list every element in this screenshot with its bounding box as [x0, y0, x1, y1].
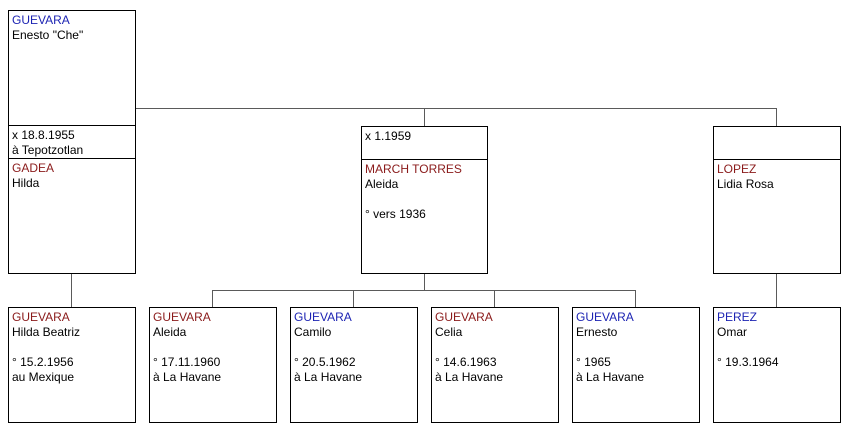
connector-line	[776, 108, 777, 126]
person-surname: GUEVARA	[12, 13, 70, 27]
person-card-child[interactable]: GUEVARA Aleida ° 17.11.1960 à La Havane	[149, 307, 277, 423]
person-surname: LOPEZ	[717, 162, 757, 176]
person-card-spouse[interactable]: x 1.1959 MARCH TORRES Aleida ° vers 1936	[361, 126, 488, 274]
birth-place: à La Havane	[294, 370, 363, 384]
person-card-child[interactable]: GUEVARA Camilo ° 20.5.1962 à La Havane	[290, 307, 418, 423]
person-firstname: Aleida	[153, 325, 187, 339]
connector-line	[494, 290, 495, 307]
marriage-info: x 1.1959	[362, 127, 487, 159]
birth-date: ° 17.11.1960	[153, 355, 221, 369]
person-firstname: Celia	[435, 325, 463, 339]
person-card-spouse[interactable]: LOPEZ Lidia Rosa	[713, 126, 841, 274]
spouse-info: GADEA Hilda	[9, 158, 135, 273]
marriage-info	[714, 127, 840, 159]
person-surname: GADEA	[12, 161, 55, 175]
marriage-date: x 18.8.1955	[12, 128, 75, 142]
connector-line	[212, 290, 636, 291]
person-surname: GUEVARA	[153, 310, 211, 324]
person-card-child[interactable]: GUEVARA Ernesto ° 1965 à La Havane	[572, 307, 700, 423]
person-surname: MARCH TORRES	[365, 162, 462, 176]
birth-date: ° 20.5.1962	[294, 355, 356, 369]
birth-date: ° 15.2.1956	[12, 355, 74, 369]
person-firstname: Hilda	[12, 176, 40, 190]
marriage-date: x 1.1959	[365, 129, 412, 143]
person-surname: GUEVARA	[294, 310, 352, 324]
person-card-child[interactable]: GUEVARA Hilda Beatriz ° 15.2.1956 au Mex…	[8, 307, 136, 423]
birth-place: au Mexique	[12, 370, 75, 384]
person-firstname: Ernesto	[576, 325, 618, 339]
connector-line	[212, 290, 213, 307]
connector-line	[353, 290, 354, 307]
marriage-info: x 18.8.1955 à Tepotzotlan	[9, 125, 135, 159]
birth-date: ° 14.6.1963	[435, 355, 497, 369]
person-surname: PEREZ	[717, 310, 758, 324]
person-card-root[interactable]: GUEVARA Enesto "Che" x 18.8.1955 à Tepot…	[8, 10, 136, 274]
person-surname: GUEVARA	[12, 310, 70, 324]
connector-line	[776, 273, 777, 307]
birth-date: ° 19.3.1964	[717, 355, 779, 369]
birth-date: ° vers 1936	[365, 207, 426, 221]
person-firstname: Hilda Beatriz	[12, 325, 81, 339]
person-firstname: Lidia Rosa	[717, 177, 774, 191]
person-surname: GUEVARA	[576, 310, 634, 324]
person-firstname: Omar	[717, 325, 747, 339]
birth-place: à La Havane	[153, 370, 222, 384]
connector-line	[424, 108, 425, 126]
spouse-info: LOPEZ Lidia Rosa	[714, 159, 840, 273]
person-surname: GUEVARA	[435, 310, 493, 324]
person-firstname: Camilo	[294, 325, 332, 339]
connector-line	[635, 290, 636, 307]
marriage-place: à Tepotzotlan	[12, 143, 84, 157]
birth-date: ° 1965	[576, 355, 611, 369]
connector-line	[71, 273, 72, 307]
connector-line	[135, 108, 777, 109]
person-firstname: Enesto "Che"	[12, 28, 84, 42]
person-firstname: Aleida	[365, 177, 399, 191]
birth-place: à La Havane	[576, 370, 645, 384]
person-card-child[interactable]: GUEVARA Celia ° 14.6.1963 à La Havane	[431, 307, 559, 423]
spouse-info: MARCH TORRES Aleida ° vers 1936	[362, 159, 487, 273]
birth-place: à La Havane	[435, 370, 504, 384]
person-card-child[interactable]: PEREZ Omar ° 19.3.1964	[713, 307, 841, 423]
connector-line	[424, 273, 425, 290]
